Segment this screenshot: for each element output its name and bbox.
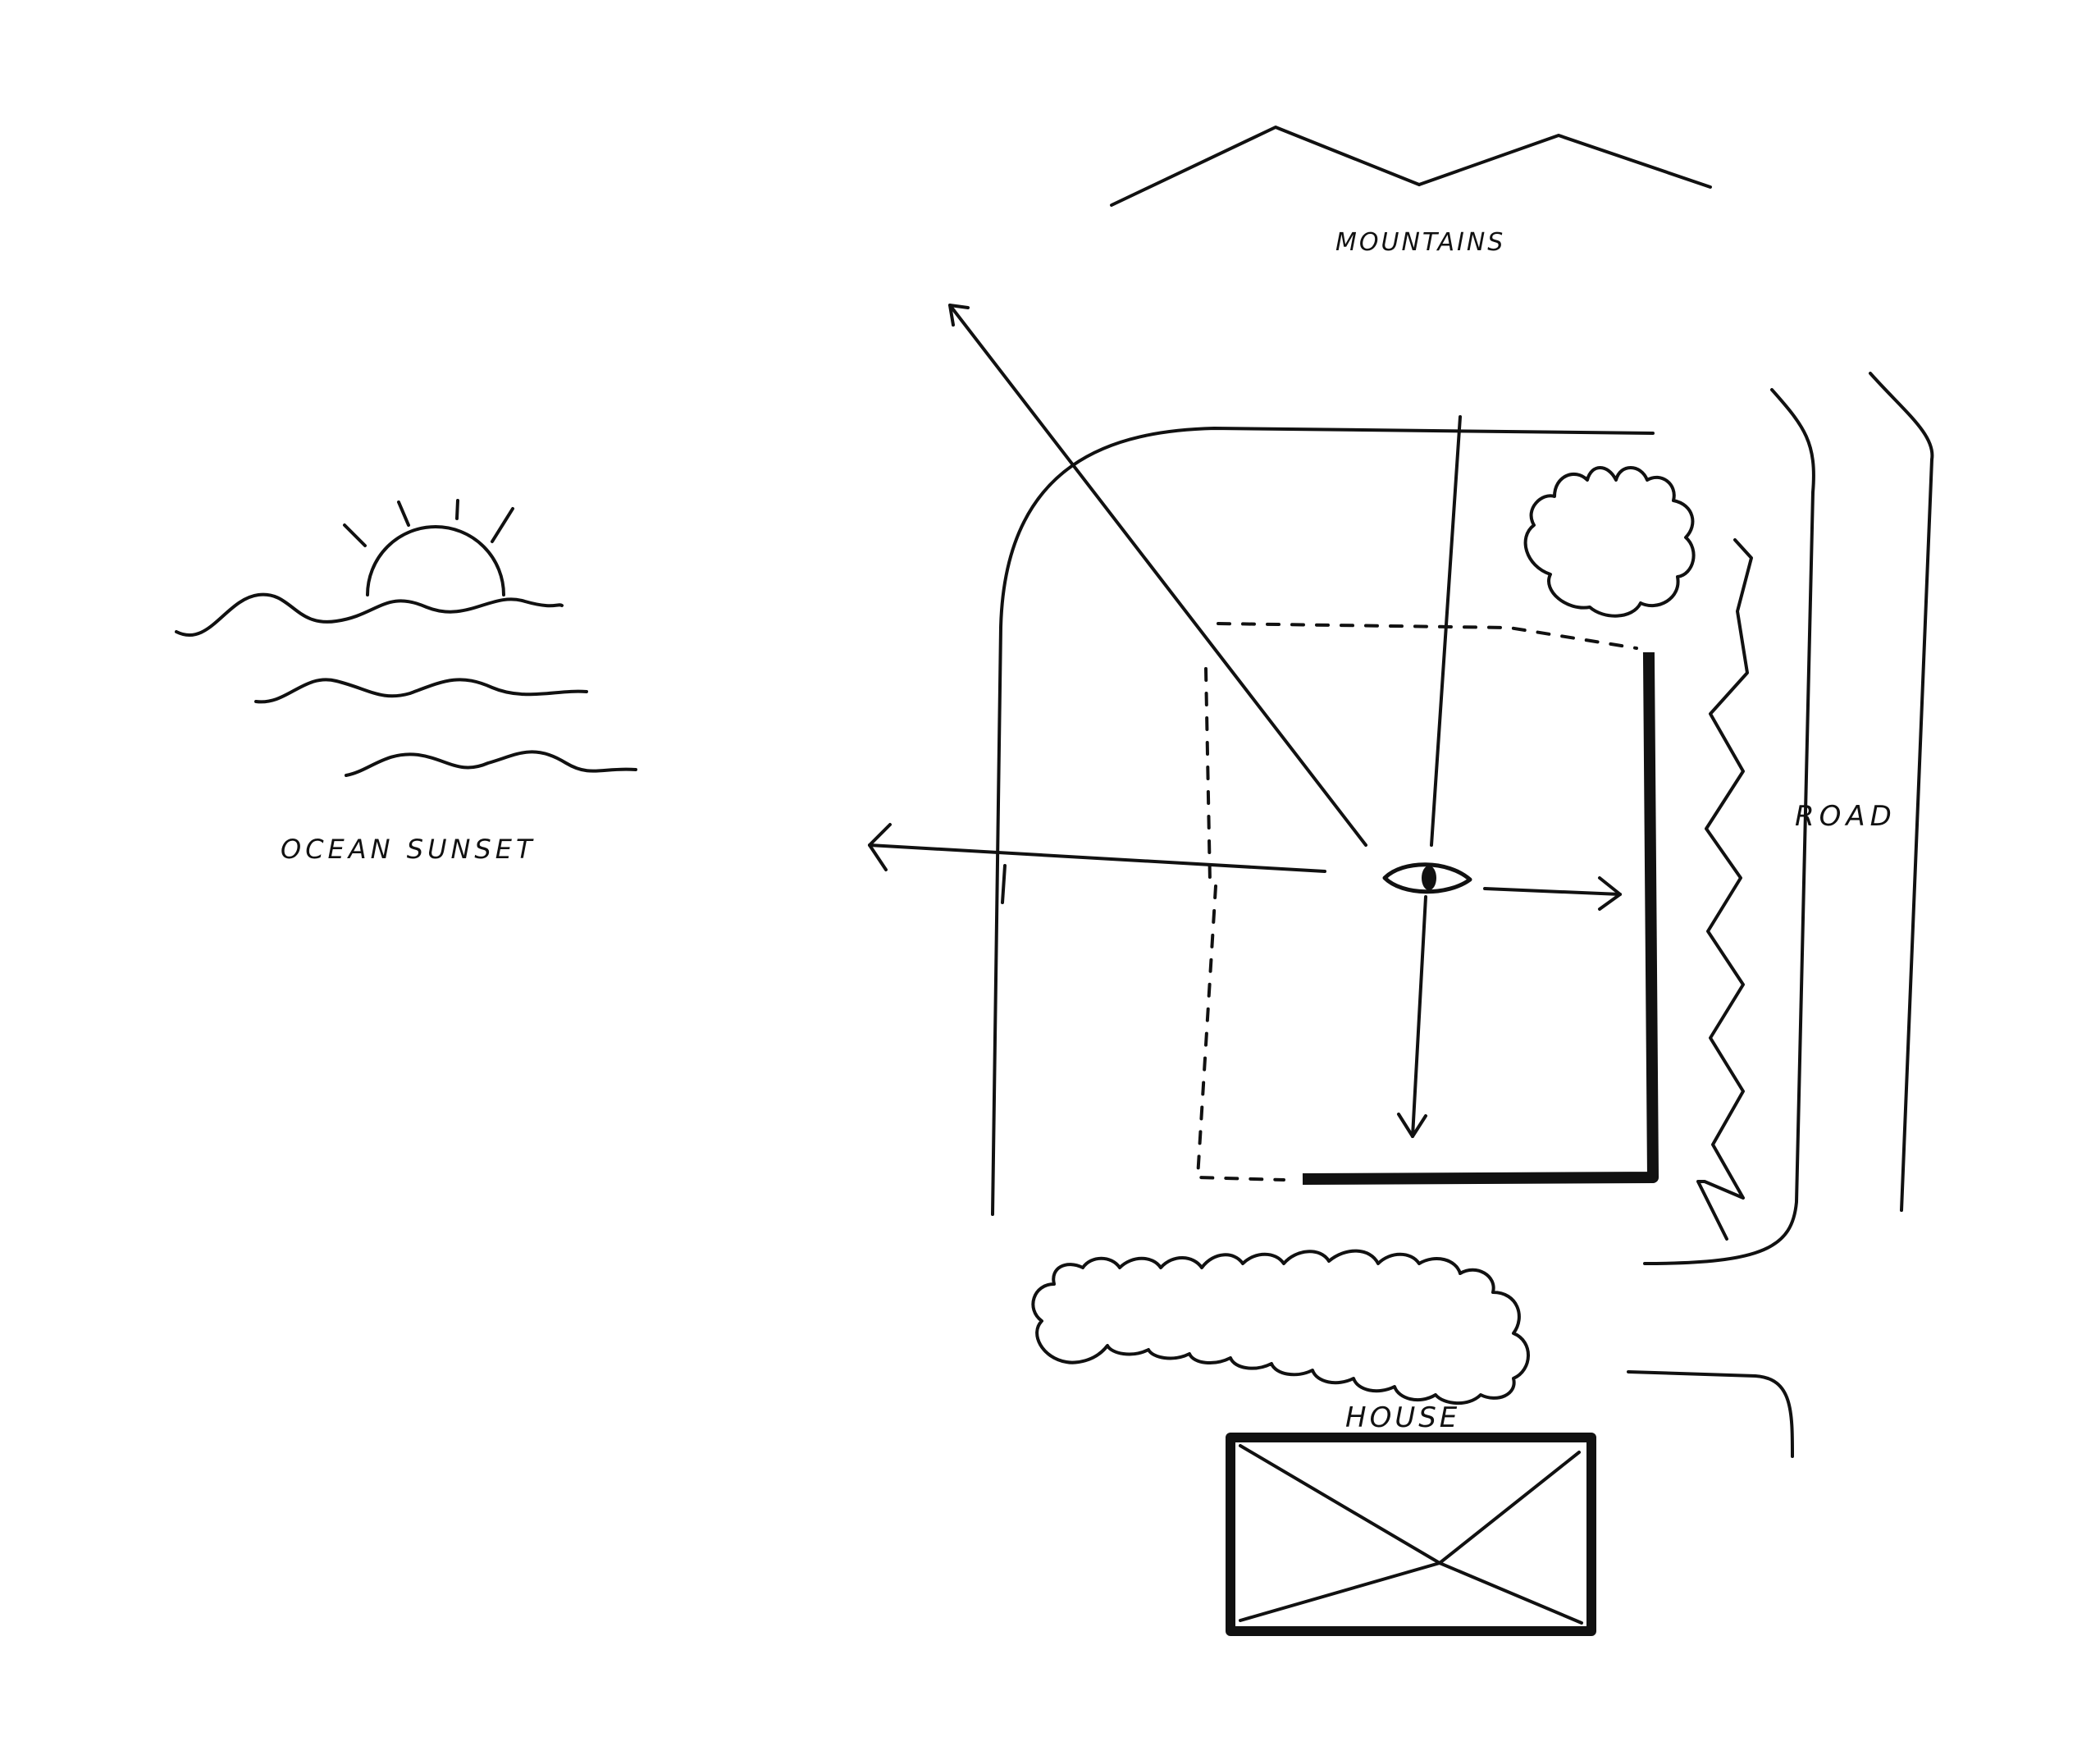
view-arrows bbox=[868, 304, 1622, 1138]
road-drawing bbox=[1627, 372, 1934, 1458]
tree-top-right-drawing bbox=[1523, 466, 1696, 618]
ocean-sunset-label: OCEAN SUNSET bbox=[281, 834, 536, 865]
hedge-zigzag-drawing bbox=[1696, 538, 1753, 1241]
mountains-label: MOUNTAINS bbox=[1335, 228, 1506, 257]
mountains-drawing bbox=[1110, 126, 1712, 207]
site-boundary bbox=[991, 415, 1655, 1216]
house-label: HOUSE bbox=[1345, 1401, 1461, 1434]
dashed-building-outline bbox=[1196, 622, 1638, 1182]
solid-walls bbox=[1302, 651, 1659, 1186]
eye-icon bbox=[1382, 862, 1472, 894]
shrub-bottom-drawing bbox=[1031, 1249, 1530, 1405]
house-drawing bbox=[1226, 1433, 1596, 1636]
ocean-sunset-drawing bbox=[175, 499, 637, 777]
road-label: ROAD bbox=[1795, 800, 1897, 833]
